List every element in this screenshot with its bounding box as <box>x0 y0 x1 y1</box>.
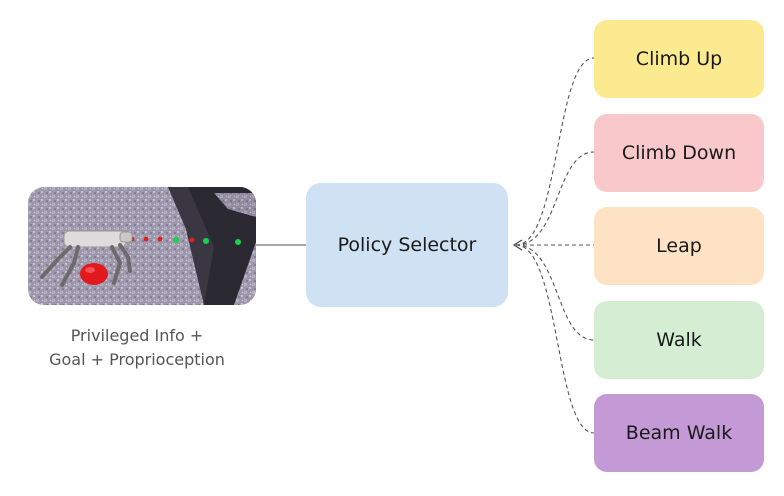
policy-leap: Leap <box>594 207 764 285</box>
edge-to-climb-up <box>515 57 595 246</box>
caption-line-1: Privileged Info + <box>70 326 204 345</box>
input-caption: Privileged Info + Goal + Proprioception <box>26 324 248 372</box>
edge-to-walk <box>515 244 595 341</box>
caption-line-2: Goal + Proprioception <box>49 350 225 369</box>
edge-to-beam-walk <box>515 244 595 434</box>
arrow-head-icon <box>512 239 523 251</box>
policy-selector-node: Policy Selector <box>306 183 508 307</box>
robot-dog-icon <box>40 230 133 287</box>
edge-to-climb-down <box>515 151 595 246</box>
policy-beam-walk: Beam Walk <box>594 394 764 472</box>
goal-marker <box>80 263 108 285</box>
policy-walk: Walk <box>594 301 764 379</box>
policy-climb-down: Climb Down <box>594 114 764 192</box>
robot-scene-image <box>28 187 256 305</box>
policy-climb-up: Climb Up <box>594 20 764 98</box>
